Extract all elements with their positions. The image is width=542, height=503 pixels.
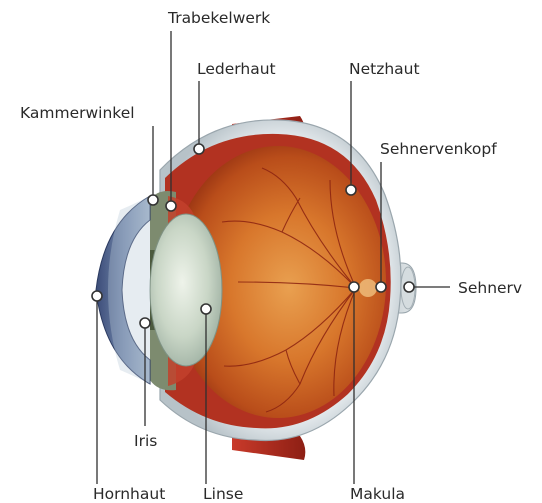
dot-linse [201, 304, 211, 314]
lens [150, 214, 222, 366]
dot-netzhaut [346, 185, 356, 195]
label-makula: Makula [350, 485, 405, 503]
label-iris: Iris [134, 432, 157, 450]
dot-makula [349, 282, 359, 292]
dot-trabekelwerk [166, 201, 176, 211]
label-sehnervenkopf: Sehnervenkopf [380, 140, 497, 158]
dot-sehnervenkopf [376, 282, 386, 292]
label-trabekelwerk: Trabekelwerk [167, 9, 270, 27]
label-netzhaut: Netzhaut [349, 60, 420, 78]
label-lederhaut: Lederhaut [197, 60, 276, 78]
optic-disc [359, 279, 377, 297]
dot-sehnerv [404, 282, 414, 292]
dot-iris [140, 318, 150, 328]
dot-kammerwinkel [148, 195, 158, 205]
label-sehnerv: Sehnerv [458, 279, 522, 297]
dot-lederhaut [194, 144, 204, 154]
label-hornhaut: Hornhaut [93, 485, 165, 503]
dot-hornhaut [92, 291, 102, 301]
label-kammerwinkel: Kammerwinkel [20, 104, 135, 122]
label-linse: Linse [203, 485, 243, 503]
